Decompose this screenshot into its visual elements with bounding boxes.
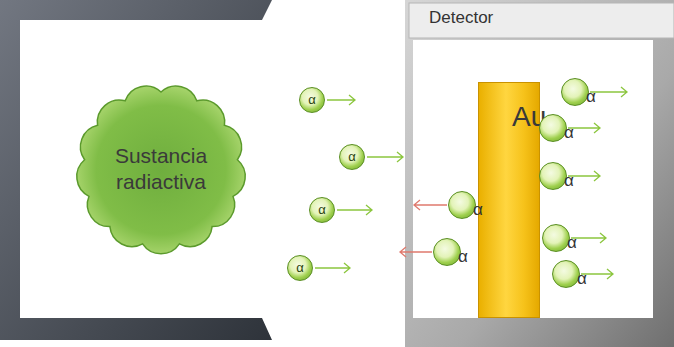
detector-interior [413, 40, 653, 318]
particle-symbol: α [586, 87, 596, 107]
cloud-shape [77, 86, 245, 254]
detector-title: Detector [429, 8, 493, 28]
particle-symbol: α [318, 203, 326, 217]
arrow [337, 205, 372, 215]
detector-title-bar [409, 3, 674, 38]
cloud-outline [72, 80, 250, 258]
particle-symbol: α [567, 233, 577, 253]
source-label: Sustancia radiactiva [101, 143, 221, 195]
alpha-particle: α [299, 87, 325, 113]
arrow [315, 263, 350, 273]
arrow [400, 247, 432, 257]
particle-symbol: α [308, 93, 316, 107]
alpha-particle: α [287, 255, 313, 281]
alpha-particle: α [539, 162, 567, 190]
alpha-particle: α [339, 144, 365, 170]
particle-symbol: α [473, 200, 483, 220]
particle-symbol: α [296, 261, 304, 275]
alpha-particle: α [433, 238, 461, 266]
particle-arrows [315, 87, 627, 279]
particle-symbol: α [458, 247, 468, 267]
alpha-particle: α [539, 114, 567, 142]
label-wrap: Sustancia radiactiva [101, 143, 221, 195]
gold-foil: Au [478, 82, 540, 318]
particle-symbol: α [564, 171, 574, 191]
particle-symbol: α [577, 269, 587, 289]
alpha-particle: α [552, 260, 580, 288]
alpha-particle: α [448, 191, 476, 219]
detector-housing [405, 0, 674, 347]
source-housing [0, 0, 272, 340]
particle-symbol: α [564, 123, 574, 143]
alpha-particle: α [561, 78, 589, 106]
arrow [414, 200, 447, 210]
arrow [327, 95, 355, 105]
alpha-particle: α [309, 197, 335, 223]
particle-symbol: α [348, 150, 356, 164]
alpha-particle: α [542, 224, 570, 252]
radioactive-source: Sustancia radiactiva [72, 80, 250, 258]
detector-panel: DetectorAuααααααα [405, 0, 674, 347]
arrow [367, 152, 403, 162]
